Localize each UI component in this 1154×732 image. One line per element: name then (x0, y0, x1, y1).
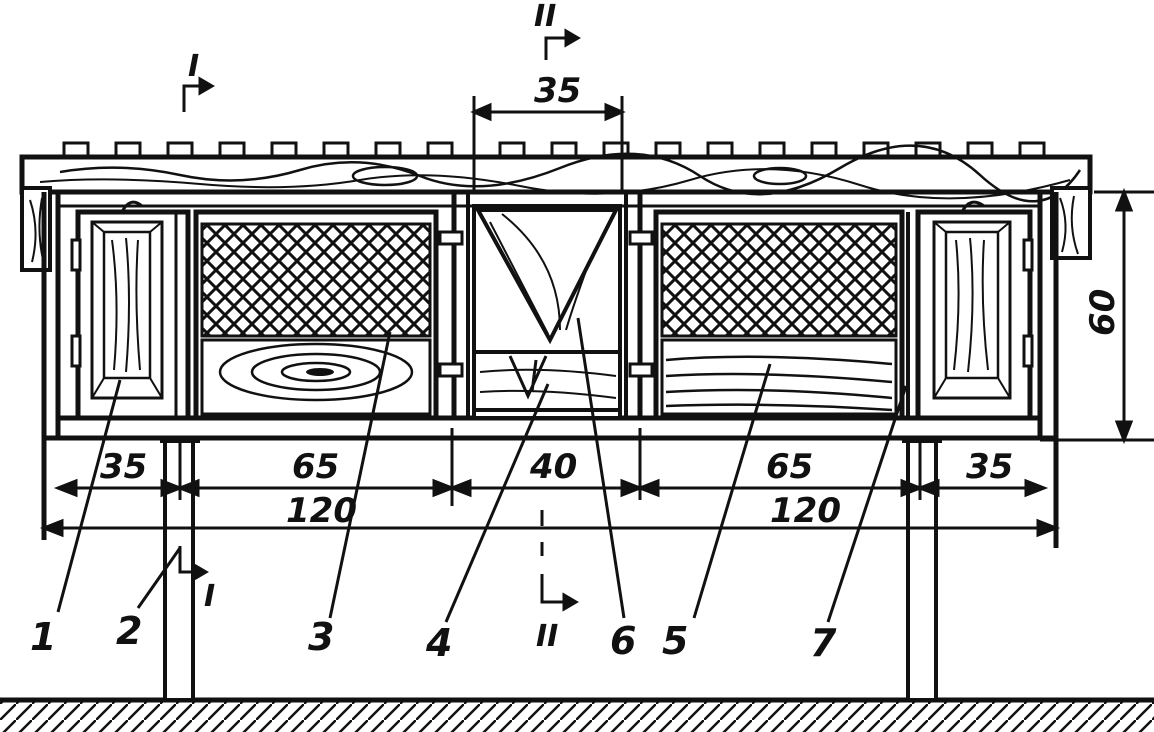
callout-6: 6 (610, 619, 636, 663)
nest-box-right (915, 200, 1034, 421)
section-2-top-label: II (534, 0, 556, 34)
roof-board (19, 144, 1093, 203)
central-feeder (438, 192, 654, 420)
dimension-bottom-left-total: 120 (286, 491, 357, 531)
callout-4: 4 (425, 621, 452, 665)
callout-1: 1 (30, 615, 56, 659)
dimension-bottom-left-small: 35 (100, 447, 147, 487)
section-marker-2-bottom (540, 510, 579, 612)
dimension-bottom-right-mid: 65 (766, 447, 813, 487)
section-marker-1-bottom (178, 546, 209, 582)
dimension-bottom-left-mid: 65 (292, 447, 339, 487)
dimension-height-label: 60 (1083, 289, 1123, 336)
section-marker-1-top (182, 76, 215, 112)
callout-5: 5 (662, 619, 688, 663)
callout-leaders (56, 317, 908, 623)
dimension-bottom-center: 40 (529, 447, 577, 487)
callout-3: 3 (308, 615, 334, 659)
section-marker-2-top (544, 28, 581, 60)
ground (0, 697, 1154, 732)
dimension-bottom-right-total: 120 (770, 491, 841, 531)
dimension-chain-bottom (39, 428, 1061, 538)
callout-2: 2 (116, 609, 142, 653)
dimension-height (1040, 187, 1154, 445)
right-end-board (1050, 186, 1092, 260)
dimension-bottom-right-small: 35 (966, 447, 1013, 487)
callout-7: 7 (810, 621, 837, 665)
section-1-bottom-label: I (204, 579, 215, 614)
nest-box-left (70, 200, 191, 421)
leg-right (902, 437, 942, 702)
section-1-top-label: I (188, 49, 199, 84)
dimension-top-label: 35 (534, 71, 581, 111)
section-2-bottom-label: II (536, 619, 558, 654)
mesh-door-left (193, 209, 439, 421)
dimension-top (470, 96, 626, 192)
mesh-door-right (653, 209, 910, 421)
